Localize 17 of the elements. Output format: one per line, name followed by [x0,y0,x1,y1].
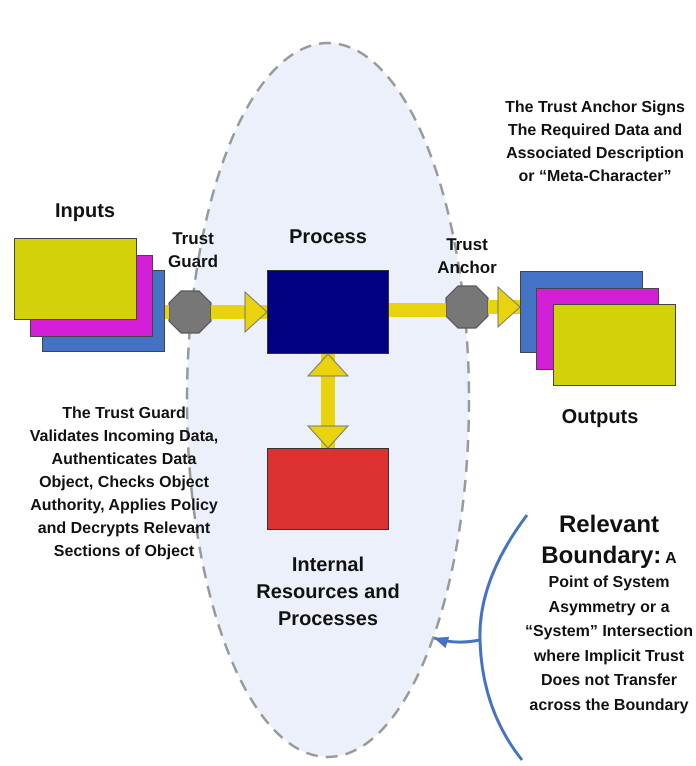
process-box [267,448,389,530]
callout-text: Relevant Boundary: A Point of System Asymmetry or a “System” Intersection where Implicit Trust Does not Transfer across the Boundary [524,510,694,716]
node-label: Outputs [560,405,640,430]
node-label: Process [288,225,368,250]
block-arrow [211,292,268,332]
node-label: Inputs [54,199,116,224]
document-stack [14,238,165,353]
block-arrow [308,354,348,448]
note-text: The Trust Guard Validates Incoming Data, Authenticates Data Object, Checks Object Authority, Applies Policy and Decrypts Relevant Sections of Object [28,404,220,562]
document-stack [520,271,676,386]
leader-arrow [434,636,480,648]
process-box [267,270,389,354]
block-arrow [488,286,520,328]
node-label: Internal Resources and Processes [255,553,401,632]
node-label: Trust Anchor [436,234,498,279]
note-text: The Trust Anchor Signs The Required Data and Associated Description or “Meta-Character” [504,98,686,187]
node-label: Trust Guard [166,228,220,273]
